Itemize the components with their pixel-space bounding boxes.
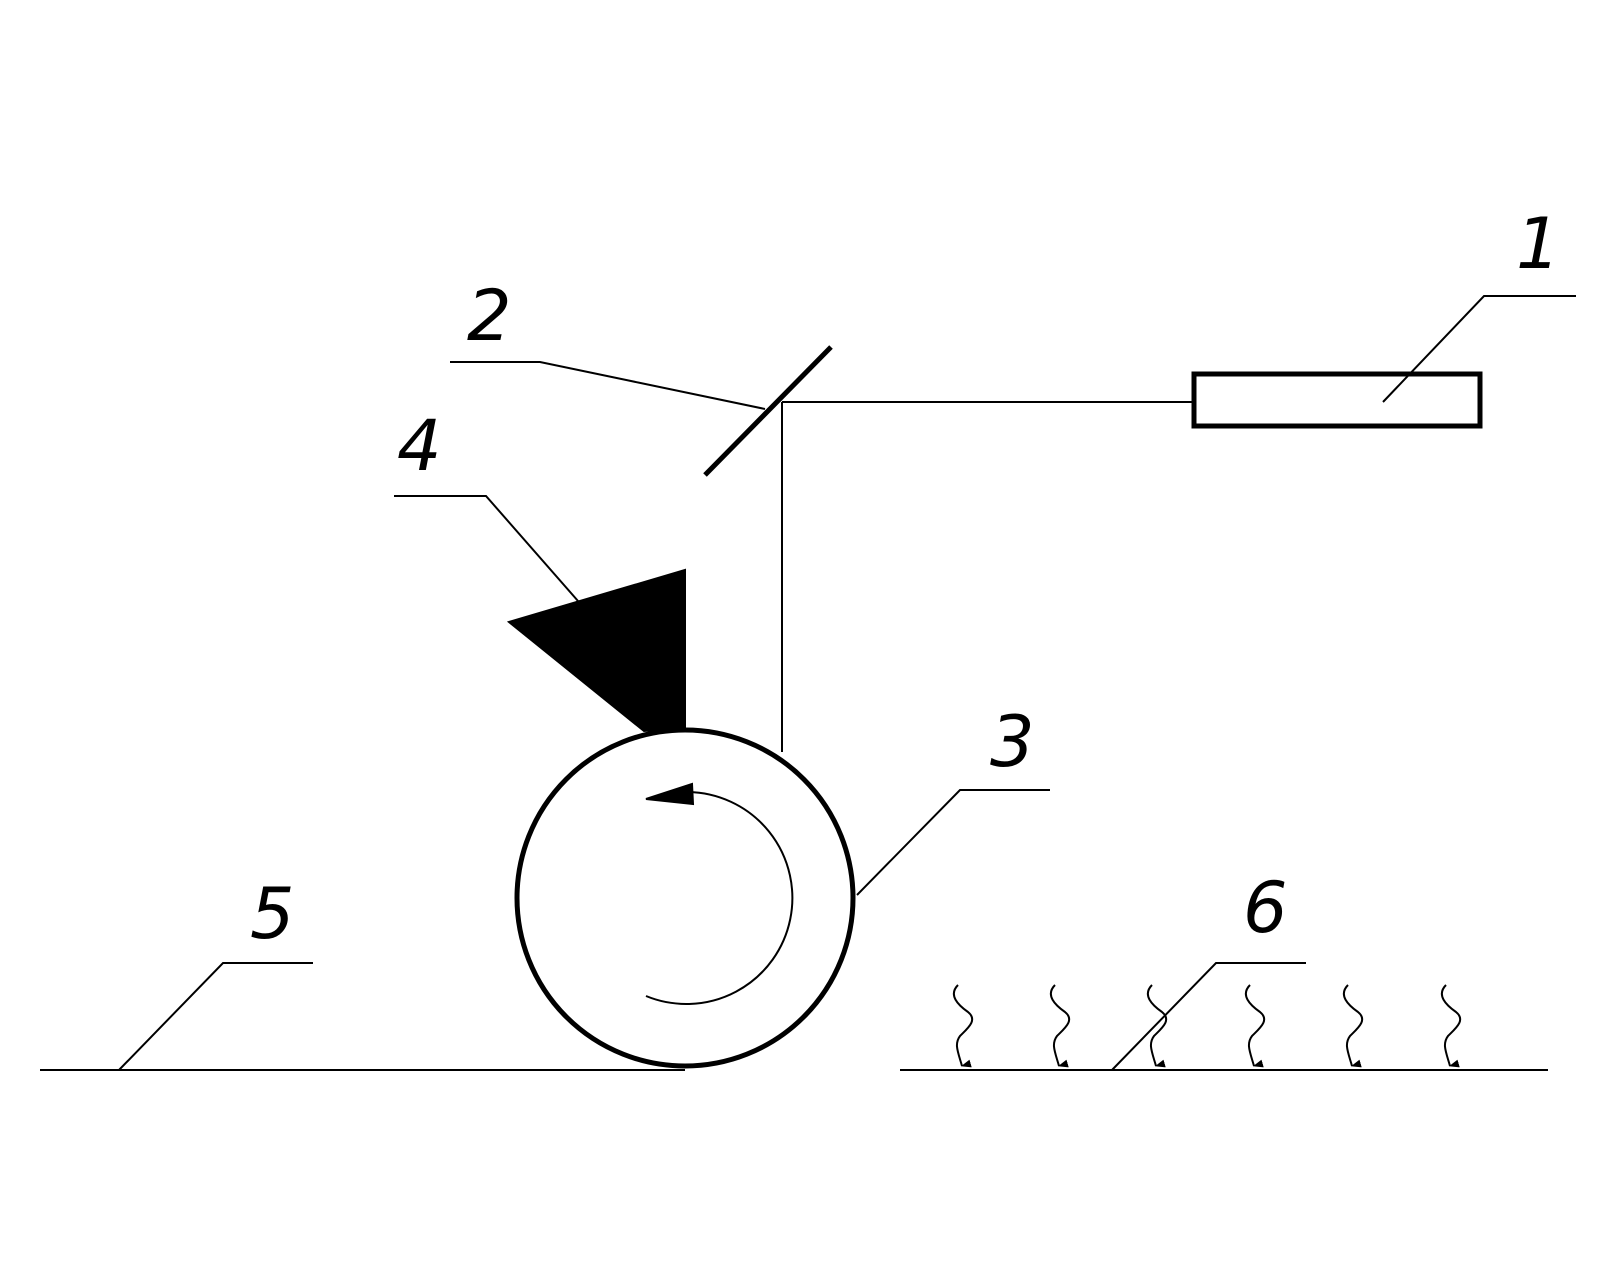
wave-arrow-6 (1440, 984, 1462, 1068)
light-source-box (1191, 371, 1483, 429)
label-6: 6 (1243, 867, 1288, 949)
leader-4 (394, 495, 579, 602)
label-3: 3 (990, 701, 1035, 783)
light-source (1191, 371, 1483, 429)
mirror (703, 345, 833, 477)
nozzle-triangle (506, 568, 686, 733)
mirror-line (703, 345, 833, 477)
drum (514, 727, 856, 1069)
part-labels: 1 2 3 4 5 6 (250, 203, 1561, 955)
leader-2 (450, 361, 766, 410)
leader-1 (1382, 295, 1576, 403)
rotation-arrowhead (645, 782, 695, 806)
rotation-arc (645, 791, 794, 1005)
label-4: 4 (397, 405, 442, 487)
wave-arrow-4 (1244, 984, 1266, 1068)
leader-5 (118, 962, 313, 1071)
irradiation-arrows (952, 984, 1462, 1068)
wave-arrow-5 (1342, 984, 1364, 1068)
nozzle (506, 568, 686, 733)
drum-circle (514, 727, 856, 1069)
label-2: 2 (467, 275, 512, 357)
wave-arrow-3 (1146, 984, 1168, 1068)
wave-arrow-2 (1049, 984, 1071, 1068)
label-5: 5 (250, 873, 295, 955)
leader-3 (856, 789, 1050, 896)
leader-lines (118, 295, 1576, 1071)
wave-arrow-1 (952, 984, 974, 1068)
leader-6 (1111, 962, 1306, 1071)
light-beam (781, 401, 1194, 752)
label-1: 1 (1516, 203, 1561, 285)
